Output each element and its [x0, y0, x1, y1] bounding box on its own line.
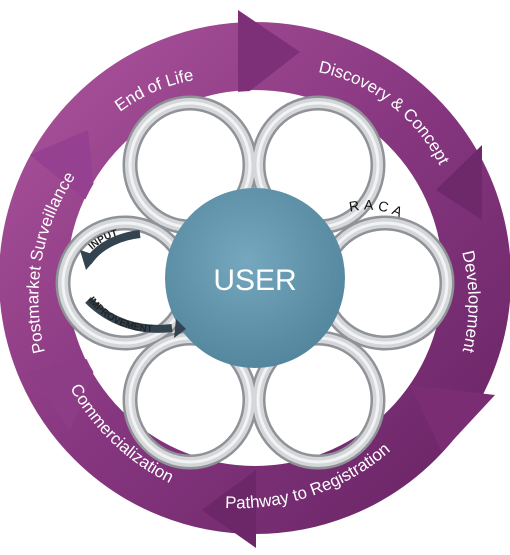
arrow-head-commercial: [202, 470, 256, 548]
input-arrow-head: [80, 250, 98, 270]
arrow-head-end-of-life: [30, 130, 96, 208]
user-circle: [165, 188, 345, 368]
user-label: USER: [213, 264, 296, 297]
improvement-arrow-head: [174, 319, 186, 338]
arrow-head-postmarket: [28, 356, 100, 430]
improvement-arrow: [85, 297, 173, 333]
arrow-head-pathway: [410, 385, 495, 452]
lifecycle-ring: [0, 10, 510, 548]
arrow-head-discovery: [238, 10, 300, 100]
arrow-head-development: [436, 145, 482, 220]
